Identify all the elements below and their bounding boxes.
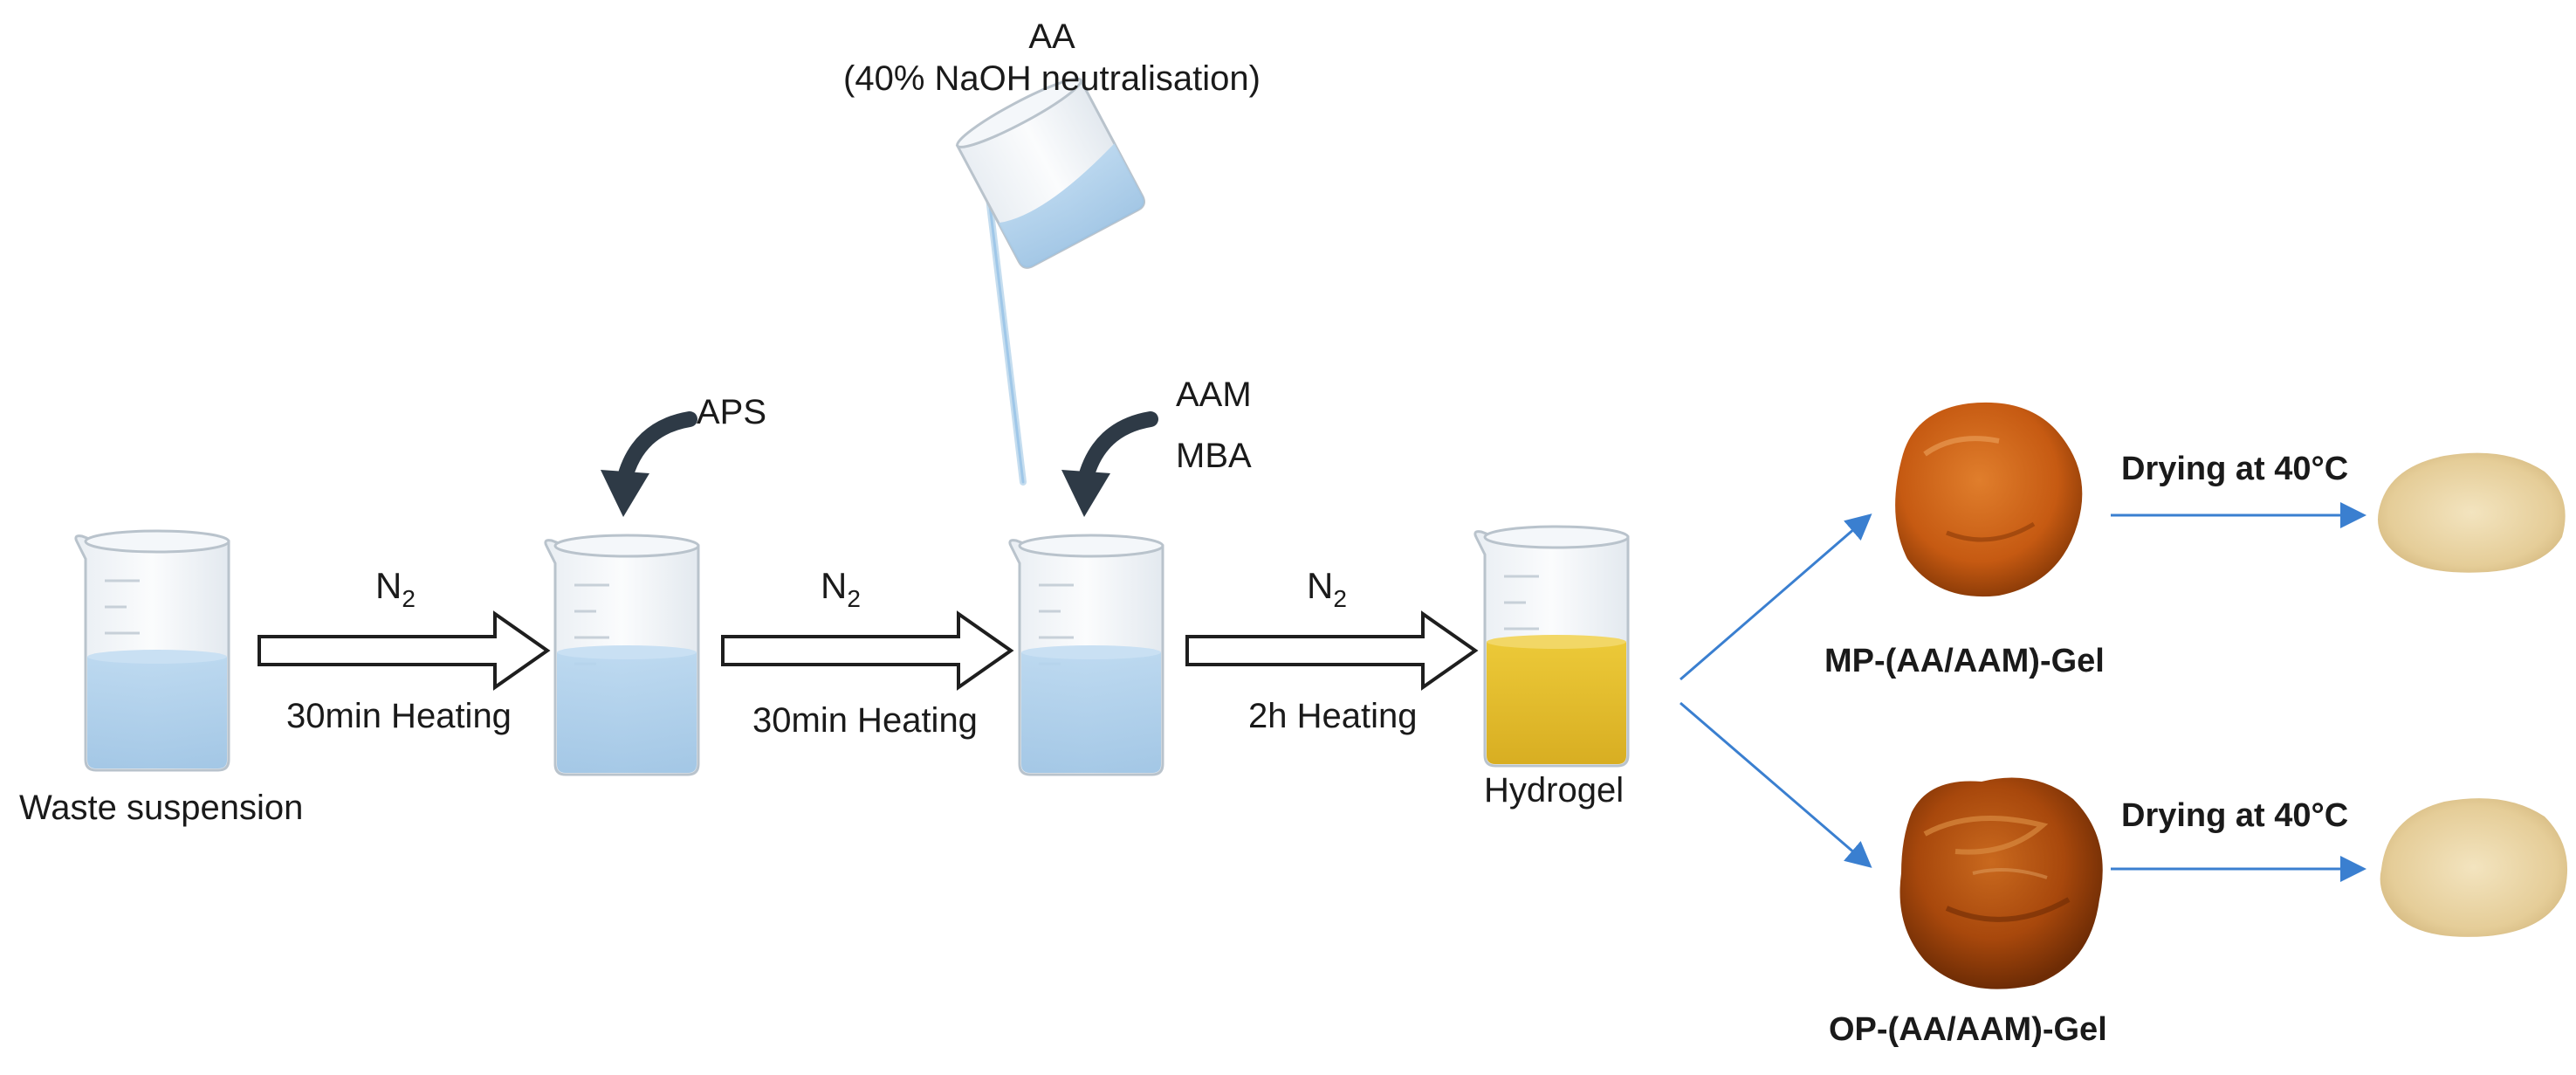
powder-icon [2380, 798, 2568, 937]
product-name-op: OP-(AA/AAM)-Gel [1829, 1011, 2107, 1048]
gel-lump-icon [1899, 777, 2103, 989]
split-arrow-up [1680, 513, 1872, 681]
gas-label-step-3: N2 [1307, 565, 1347, 612]
split-arrow-down [1680, 701, 1872, 868]
drying-label-top: Drying at 40°C [2121, 451, 2349, 487]
powder-icon [2378, 452, 2566, 573]
hollow-arrow-icon [258, 612, 549, 689]
curved-arrow-icon [1061, 419, 1151, 517]
hydrogel-label: Hydrogel [1484, 771, 1625, 810]
product-name-mp: MP-(AA/AAM)-Gel [1824, 643, 2105, 679]
hollow-arrow-icon [1185, 612, 1477, 689]
aa-title: AA [1028, 17, 1075, 56]
mba-label: MBA [1176, 437, 1252, 475]
aps-label: APS [697, 393, 767, 431]
gel-lump-icon [1895, 402, 2083, 597]
beaker-icon [74, 529, 230, 772]
condition-step-3: 2h Heating [1248, 697, 1418, 735]
aa-note: (40% NaOH neutralisation) [843, 59, 1261, 98]
beaker-icon [1473, 525, 1630, 768]
aam-label: AAM [1176, 376, 1252, 414]
drying-label-bottom: Drying at 40°C [2121, 797, 2349, 834]
gas-label-step-2: N2 [821, 565, 861, 612]
pouring-beaker-icon [955, 77, 1145, 486]
curved-arrow-icon [601, 419, 690, 517]
condition-step-2: 30min Heating [752, 701, 978, 740]
beaker-icon [544, 534, 700, 776]
hollow-arrow-icon [721, 612, 1013, 689]
waste-suspension-label: Waste suspension [19, 789, 304, 827]
beaker-icon [1008, 534, 1164, 776]
gas-label-step-1: N2 [375, 565, 416, 612]
condition-step-1: 30min Heating [286, 697, 512, 735]
